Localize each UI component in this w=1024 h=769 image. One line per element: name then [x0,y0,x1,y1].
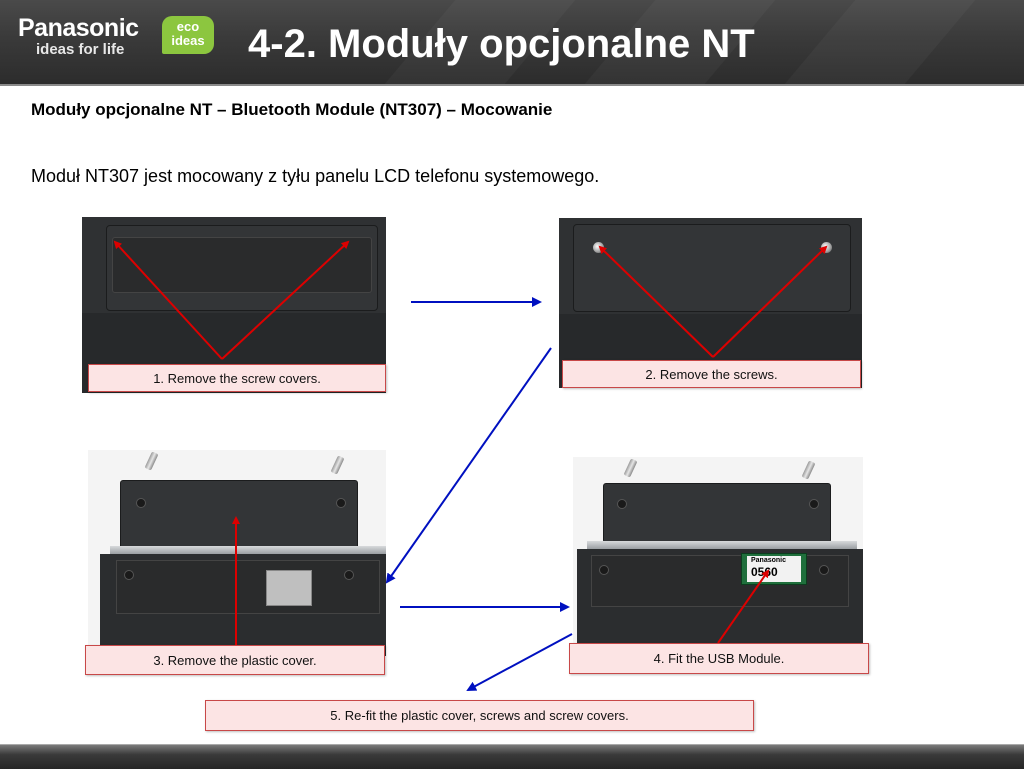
step1-label: 1. Remove the screw covers. [88,364,386,392]
screw-panel [573,224,851,312]
screw-right [821,242,832,253]
screw-cover-recess [112,237,372,293]
eco-ideas-badge: eco ideas [162,16,214,54]
cover-screw-hole-right [336,498,346,508]
screw-left [593,242,604,253]
cover-screw-hole-right [809,499,819,509]
removed-plastic-cover [120,480,358,550]
removed-screw-left [623,458,638,478]
step5-label: 5. Re-fit the plastic cover, screws and … [205,700,754,731]
bay-screw-hole-right [819,565,829,575]
eco-badge-line2: ideas [171,33,205,48]
step3-label: 3. Remove the plastic cover. [85,645,385,675]
removed-screw-right [801,460,816,480]
lcd-silver-edge [110,546,386,554]
usb-module: Panasonic 0560 [741,553,807,585]
bay-screw-hole-left [599,565,609,575]
step4-label: 4. Fit the USB Module. [569,643,869,674]
removed-screw-right [330,455,345,475]
slide-header: Panasonic ideas for life eco ideas 4-2. … [0,0,1024,86]
header-stripe [785,0,975,84]
step4-photo: Panasonic 0560 [573,457,863,647]
cover-screw-hole-left [136,498,146,508]
module-bay [591,555,849,607]
removed-plastic-cover [603,483,831,543]
step3-photo [88,450,386,656]
blue-arrow-2-to-3 [385,347,552,584]
slide-title: 4-2. Moduły opcjonalne NT [248,22,755,66]
bay-screw-hole-left [124,570,134,580]
module-bay [116,560,380,614]
brand-tagline: ideas for life [36,41,125,58]
module-marking: 0560 [751,565,778,579]
brand-logo: Panasonic [18,14,139,42]
slide-footer [0,744,1024,769]
module-brand: Panasonic [751,557,787,564]
bay-screw-hole-right [344,570,354,580]
eco-badge-line1: eco [176,19,200,34]
usb-connector [266,570,312,606]
intro-text: Moduł NT307 jest mocowany z tyłu panelu … [31,166,600,186]
cover-screw-hole-left [617,499,627,509]
step2-label: 2. Remove the screws. [562,360,861,388]
removed-screw-left [144,451,159,471]
blue-arrow-4-to-5 [466,633,573,691]
section-subtitle: Moduły opcjonalne NT – Bluetooth Module … [31,100,553,119]
lcd-silver-edge [587,541,857,549]
module-label: Panasonic 0560 [747,556,801,582]
